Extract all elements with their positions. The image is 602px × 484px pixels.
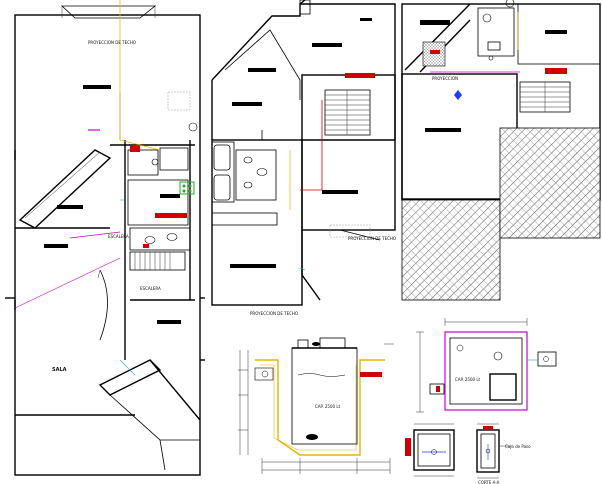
margin-ticks xyxy=(5,297,205,361)
sink-icon xyxy=(179,181,195,195)
svg-text:PROYECCION DE TECHO: PROYECCION DE TECHO xyxy=(348,236,396,241)
plan-second-floor: PROYECCION DE TECHO PROYECCION DE TECHO xyxy=(211,0,396,316)
svg-text:Caja de Paso: Caja de Paso xyxy=(505,444,531,449)
label-sala: SALA xyxy=(52,367,67,373)
tank-capacity-1: CAP. 2500 Lt xyxy=(315,404,341,409)
detail-meter-box: Caja de Paso CORTE A-A xyxy=(405,423,531,484)
toilet-icon xyxy=(144,236,156,244)
detail-tank-section: CAP. 2500 Lt xyxy=(238,337,394,474)
water-tank-icon xyxy=(456,344,464,352)
detail-tank-plan: CAP. 2500 Lt xyxy=(416,318,557,413)
toilet-icon xyxy=(256,168,268,176)
svg-text:ESCALERA: ESCALERA xyxy=(108,234,129,239)
svg-text:CORTE A-A: CORTE A-A xyxy=(478,480,500,484)
plan-roof: PROYECCION xyxy=(401,0,601,301)
tank-capacity-2: CAP. 2500 Lt xyxy=(455,377,481,382)
svg-text:PROYECCION: PROYECCION xyxy=(432,76,458,81)
svg-text:PROYECCION DE TECHO: PROYECCION DE TECHO xyxy=(88,40,136,45)
plan-ground-floor: PROYECCION DE TECHO SALA ESCALERA ESCALE… xyxy=(14,0,201,476)
svg-text:ESCALERA: ESCALERA xyxy=(140,286,161,291)
svg-text:PROYECCION DE TECHO: PROYECCION DE TECHO xyxy=(250,311,298,316)
meter-icon xyxy=(431,449,437,455)
valve-icon xyxy=(454,90,462,100)
toilet-icon xyxy=(243,156,253,164)
toilet-icon xyxy=(166,233,178,241)
toilet-icon xyxy=(482,13,492,23)
